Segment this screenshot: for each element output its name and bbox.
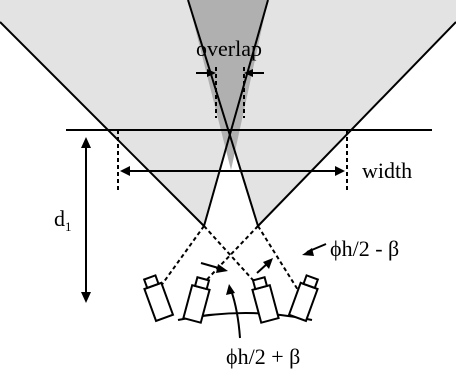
distance-arrowhead-bottom bbox=[81, 292, 91, 303]
camera-1 bbox=[142, 274, 175, 323]
angle-minus-label: ϕh/2 - β bbox=[330, 236, 399, 261]
width-arrowhead-left bbox=[120, 166, 130, 176]
overlap-left-arrowhead bbox=[207, 69, 216, 77]
left-cone-outer-edge bbox=[0, 21, 205, 227]
distance-subscript: 1 bbox=[65, 219, 72, 234]
width-arrowhead-right bbox=[335, 166, 345, 176]
angle-plus-pointer-head bbox=[226, 284, 235, 295]
overlap-label: overlap bbox=[196, 36, 262, 61]
distance-symbol: d bbox=[54, 206, 65, 231]
overlap-right-arrowhead bbox=[244, 69, 253, 77]
left-camera-view-cone bbox=[0, 0, 268, 226]
angle-minus-pointer-head bbox=[302, 248, 314, 256]
left-cone-inner-edge bbox=[203, 0, 269, 227]
width-label: width bbox=[362, 158, 412, 183]
camera-2 bbox=[182, 276, 211, 324]
sight-line-b bbox=[203, 225, 263, 291]
overlap-region bbox=[188, 0, 268, 170]
angle-arrowhead-left bbox=[216, 264, 228, 273]
sight-line-d bbox=[257, 225, 299, 291]
right-cone-inner-edge bbox=[187, 0, 259, 227]
camera-3 bbox=[251, 276, 280, 324]
sight-line-a bbox=[157, 225, 205, 291]
distance-arrowhead-top bbox=[81, 137, 91, 148]
camera-4 bbox=[287, 274, 320, 323]
angle-plus-label: ϕh/2 + β bbox=[226, 344, 300, 369]
distance-label: d1 bbox=[54, 206, 72, 234]
right-cone-outer-edge bbox=[257, 21, 456, 227]
angle-arrowhead-right bbox=[263, 258, 273, 269]
